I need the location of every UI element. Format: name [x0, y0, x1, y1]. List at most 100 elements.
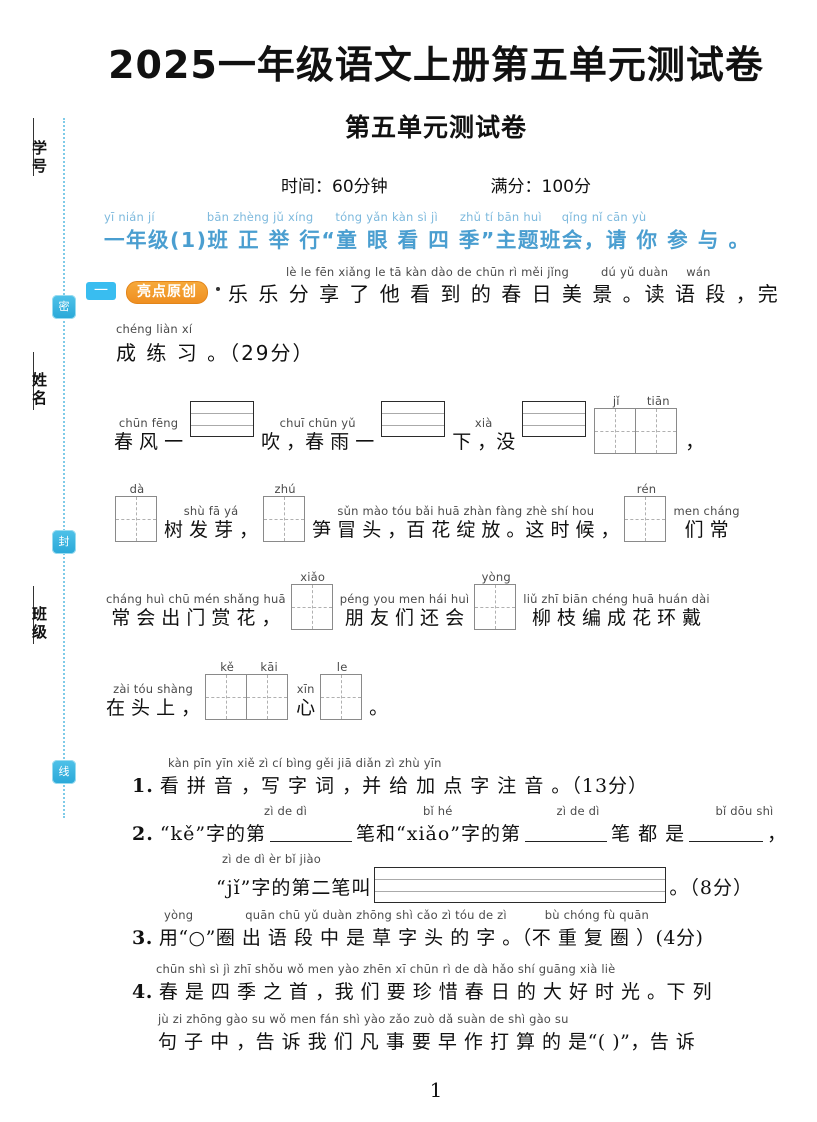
banner-ru-6: jǔ	[273, 210, 284, 224]
p3-seg-a: cháng huì chū mén shǎng huā 常 会 出 门 赏 花 …	[106, 592, 286, 630]
sealing-margin: 学号 密 姓名 封 班级 线	[0, 0, 86, 1122]
banner-ru-19: cān	[606, 210, 628, 224]
banner-ru-3: jí	[148, 210, 155, 224]
banner-ru-14: tí	[485, 210, 494, 224]
passage-row-2: dà shù fā yá 树 发 芽 ， zhú sǔn mào tóu bǎi…	[114, 478, 740, 542]
q2-text-f: 。（8分）	[669, 877, 753, 899]
q4-text-line2: 句 子 中 ，告 诉 我 们 凡 事 要 早 作 打 算 的 是“( )”，告 …	[158, 1031, 696, 1053]
p1-seg-d: ，	[685, 431, 705, 453]
section-1-stem2-pinyin: chéng liàn xí	[116, 318, 315, 336]
p2-seg-d: sǔn mào tóu bǎi huā zhàn fàng zhè shí ho…	[312, 504, 620, 542]
s1-py-9: de	[457, 265, 472, 279]
banner-ru-15: bān	[497, 210, 520, 224]
p4-grid-py-le: le	[336, 660, 348, 674]
section-1-stem-pinyin: lè le fēn xiǎng le tā kàn dào de chūn rì…	[286, 261, 711, 279]
s1-py-11: rì	[508, 265, 518, 279]
banner-ru-17: qǐng	[561, 210, 588, 224]
question-1: kàn pīn yīn xiě zì cí bìng gěi jiā diǎn …	[132, 752, 648, 798]
time-label: 时间：60分钟	[281, 177, 388, 197]
seal-badge-xian: 线	[52, 760, 76, 784]
q2-py-d: bǐ dōu shì	[715, 804, 774, 818]
s1-py-12: měi	[521, 265, 544, 279]
p2-seg-f: men cháng 们 常	[673, 504, 740, 542]
char-grid-le[interactable]: le	[320, 656, 363, 720]
s1-py-16: duàn	[638, 265, 669, 279]
char-grid-cell[interactable]	[624, 496, 667, 542]
s1-py-14: dú	[601, 265, 616, 279]
q3-py-b: quān chū yǔ duàn zhōng shì cǎo zì tóu de…	[245, 908, 507, 922]
pinyin-write-box-2[interactable]	[381, 401, 446, 437]
char-grid-cell[interactable]	[245, 674, 288, 720]
s1-py-13: jǐng	[547, 265, 569, 279]
p3-seg-c: péng you men hái huì 朋 友 们 还 会	[339, 592, 470, 630]
char-grid-cell[interactable]	[635, 408, 678, 454]
p1-seg-a: chūn fēng 春 风 一	[114, 416, 184, 454]
s1-py-8: dào	[431, 265, 454, 279]
q3-py-a: yòng	[164, 908, 194, 922]
q4-py-line2-wrap: jù zi zhōng gào su wǒ men fán shì yào zǎ…	[158, 1012, 569, 1026]
banner-ru-1: yī	[104, 210, 115, 224]
q2-blank-2[interactable]	[525, 824, 608, 842]
char-grid-yong[interactable]: yòng	[474, 566, 517, 630]
bullet-dot	[216, 287, 220, 291]
p2-grid-py-zhu: zhú	[274, 482, 296, 496]
p1-grid-py-1: jǐ	[612, 394, 620, 408]
char-grid-cell[interactable]	[594, 408, 637, 454]
p1-grid-py-2: tiān	[646, 394, 670, 408]
char-grid-pair-jitian[interactable]: jǐ tiān	[594, 390, 679, 454]
q2-blank-1[interactable]	[270, 824, 353, 842]
char-grid-cell[interactable]	[205, 674, 248, 720]
pinyin-write-box-3[interactable]	[522, 401, 587, 437]
question-3: yòng quān chū yǔ duàn zhōng shì cǎo zì t…	[132, 904, 703, 950]
char-grid-da[interactable]: dà	[114, 478, 158, 542]
page-subtitle: 第五单元测试卷	[344, 113, 527, 142]
char-grid-cell[interactable]	[320, 674, 363, 720]
section-1-stem-hanzi: 乐 乐 分 享 了 他 看 到 的 春 日 美 景 。读 语 段 ，完	[228, 282, 780, 306]
p1-seg-c: xià 下 ，没	[452, 416, 516, 454]
char-grid-cell[interactable]	[263, 496, 306, 542]
seal-badge-mi: 密	[52, 295, 76, 319]
char-grid-zhu[interactable]: zhú	[263, 478, 306, 542]
s1-py-6: tā	[389, 265, 402, 279]
q2-blank-3[interactable]	[689, 824, 764, 842]
banner-ru-10: kàn	[392, 210, 414, 224]
p4-grid-py-kai: kāi	[260, 660, 278, 674]
s1-py-2: le	[300, 265, 312, 279]
q1-number: 1.	[132, 775, 154, 797]
q1-pinyin-wrap: kàn pīn yīn xiě zì cí bìng gěi jiā diǎn …	[168, 756, 442, 770]
sealing-rule-3	[33, 586, 34, 644]
char-grid-xiao[interactable]: xiǎo	[290, 566, 334, 630]
highlight-tag: 亮点原创	[126, 281, 208, 304]
pinyin-write-box-1[interactable]	[190, 401, 255, 437]
s1b-py-2: liàn	[156, 322, 178, 336]
char-grid-ren[interactable]: rén	[624, 478, 668, 542]
char-grid-cell[interactable]	[114, 496, 157, 542]
p2-grid-py-da: dà	[129, 482, 145, 496]
question-2-line2: zì de dì èr bǐ jiào “jǐ”字的第二笔叫。（8分）	[216, 848, 753, 903]
q3-py-c: bù chóng fù quān	[544, 908, 649, 922]
pinyin-write-box-long[interactable]	[374, 867, 667, 903]
intro-banner: yī nián jí bān zhèng jǔ xíng tóng yǎn kà…	[104, 206, 750, 253]
banner-ru-13: zhǔ	[459, 210, 482, 224]
exam-sheet: 2025一年级语文上册第五单元测试卷 第五单元测试卷 时间：60分钟 满分：10…	[86, 0, 817, 1122]
q3-text: 用“○”圈 出 语 段 中 是 草 字 头 的 字 。（不 重 复 圈 ）(4分…	[158, 927, 704, 949]
p3-grid-py-yong: yòng	[481, 570, 511, 584]
page-title: 2025一年级语文上册第五单元测试卷	[108, 43, 764, 87]
page-number: 1	[429, 1078, 443, 1102]
banner-ru-12: jì	[431, 210, 438, 224]
student-id-label: 学号	[30, 140, 48, 176]
p3-seg-e: liǔ zhī biān chéng huā huán dài 柳 枝 编 成 …	[523, 592, 710, 630]
q4-number: 4.	[132, 981, 153, 1003]
p3-grid-py-xiao: xiǎo	[300, 570, 326, 584]
char-grid-cell[interactable]	[474, 584, 517, 630]
banner-ru-18: nǐ	[591, 210, 603, 224]
q2-text-d: ，	[767, 823, 788, 845]
s1-py-15: yǔ	[620, 265, 635, 279]
q4-text-line1: 春 是 四 季 之 首 ，我 们 要 珍 惜 春 日 的 大 好 时 光 。下 …	[158, 981, 713, 1003]
s1b-py-1: chéng	[116, 322, 153, 336]
q2-number: 2.	[132, 823, 154, 845]
passage-row-1: chūn fēng 春 风 一 chuī chūn yǔ 吹 ，春 雨 一 xi…	[114, 390, 704, 454]
char-grid-cell[interactable]	[290, 584, 333, 630]
q4-py-line1-wrap: chūn shì sì jì zhī shǒu wǒ men yào zhēn …	[156, 962, 616, 976]
